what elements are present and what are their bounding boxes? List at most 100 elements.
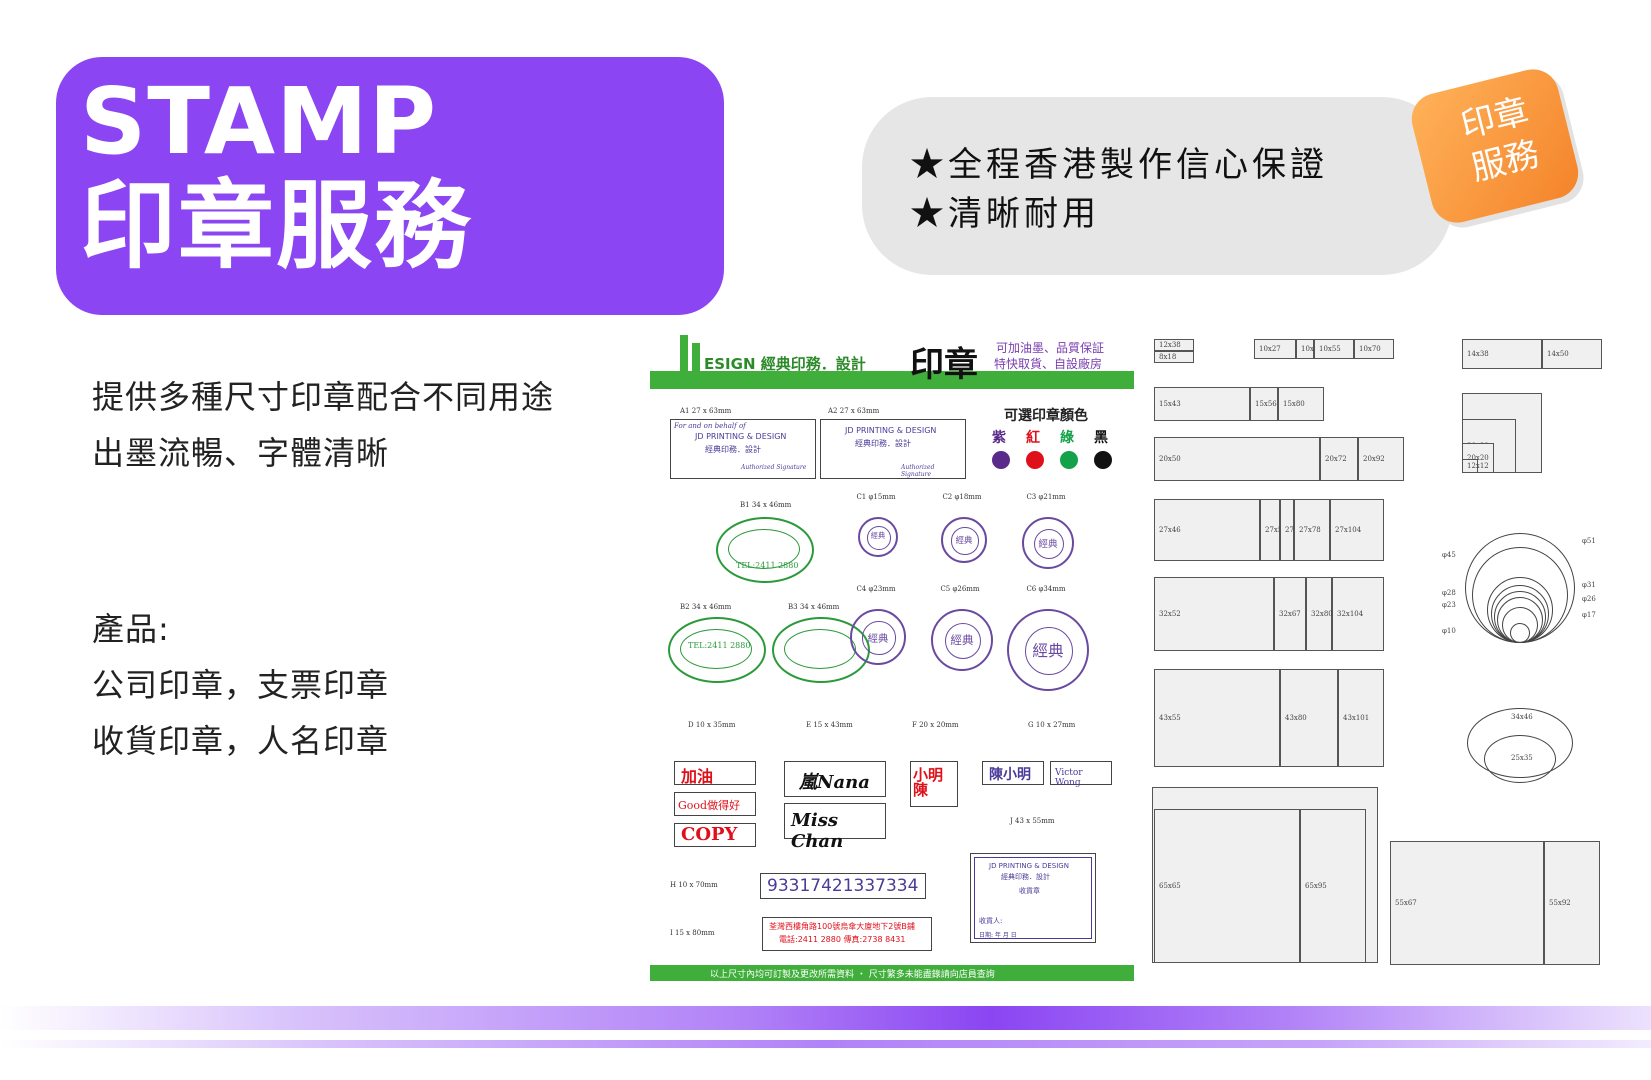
catalog-footer-text: 以上尺寸內均可訂製及更改所需資料 ・ 尺寸繁多未能盡錄請向店員查詢	[710, 970, 995, 980]
size-box-label: 27x78	[1299, 526, 1321, 534]
stamp-h: 93317421337334	[760, 873, 926, 899]
size-oval: 25x35	[1484, 735, 1556, 783]
d-label: D 10 x 35mm	[688, 721, 736, 729]
round-stamp-label: C1 φ15mm	[856, 493, 896, 501]
size-box-label: 15x80	[1283, 400, 1305, 408]
round-stamp: 經典	[941, 517, 987, 563]
size-round-label: φ31	[1582, 581, 1596, 589]
stamp-f: 小明陳	[910, 761, 958, 807]
size-square: 12x12	[1462, 459, 1489, 473]
stamp-e-1-text: 嵐Nana	[799, 772, 870, 793]
j-date: 日期: 年 月 日	[979, 932, 1017, 939]
feature-line-1: ★全程香港製作信心保證	[910, 145, 1328, 185]
title-chinese: 印章服務	[80, 170, 472, 282]
size-box: 27x78	[1294, 499, 1330, 561]
b2-label: B2 34 x 46mm	[680, 603, 732, 611]
ink-color-label: 紫	[992, 430, 1006, 446]
stamp-d-1-text: 加油	[681, 767, 714, 786]
a2-sign: Authorized Signature	[901, 464, 935, 478]
brand-logo-bar-1	[680, 335, 688, 375]
size-box: 43x80	[1280, 669, 1338, 767]
title-english: STAMP	[80, 68, 438, 175]
round-stamp-center: 經典	[955, 535, 973, 545]
catalog-footer-bar: 以上尺寸內均可訂製及更改所需資料 ・ 尺寸繁多未能盡錄請向店員查詢	[650, 965, 1134, 981]
stamp-g-1-text: 陳小明	[989, 767, 1031, 783]
size-box: 43x55	[1154, 669, 1280, 767]
catalog-header-bar	[650, 371, 1134, 389]
products-line-2: 收貨印章，人名印章	[92, 722, 390, 760]
f-label: F 20 x 20mm	[912, 721, 959, 729]
round-stamp: 經典	[931, 609, 993, 671]
size-box: 55x92	[1544, 841, 1600, 965]
round-stamp: 經典	[1007, 609, 1089, 691]
size-box-label: 32x52	[1159, 610, 1181, 618]
size-box: 10x35	[1296, 339, 1323, 359]
bottom-stripe-wide	[0, 1006, 1651, 1030]
round-stamp-label: C4 φ23mm	[856, 585, 896, 593]
size-box-label: 10x55	[1319, 345, 1341, 353]
products-line-1: 公司印章，支票印章	[92, 666, 390, 704]
size-round-label: φ28	[1442, 589, 1456, 597]
size-round-label: φ26	[1582, 595, 1596, 603]
size-round-label: φ45	[1442, 551, 1456, 559]
size-round-label: φ23	[1442, 601, 1456, 609]
size-box: 27x104	[1330, 499, 1384, 561]
stamp-d-3: COPY	[674, 823, 756, 847]
size-box: 32x104	[1332, 577, 1384, 651]
ink-color-label: 黑	[1094, 430, 1108, 446]
size-box: 15x43	[1154, 387, 1250, 421]
a2-line-2: 經典印務．設計	[855, 439, 911, 448]
size-box-label: 20x72	[1325, 455, 1347, 463]
size-box-label: 15x56	[1255, 400, 1277, 408]
size-box-label: 8x18	[1159, 353, 1177, 361]
ink-heading: 可選印章顏色	[1004, 408, 1088, 424]
brand-name: ESIGN 經典印務．設計	[704, 355, 866, 373]
title-banner	[56, 57, 724, 315]
size-box-label: 32x104	[1337, 610, 1364, 618]
j-line-2: 經典印務．設計	[1001, 873, 1050, 881]
size-box-label: 43x55	[1159, 714, 1181, 722]
stamp-e-1: 嵐Nana	[784, 761, 886, 797]
stamp-d-1: 加油	[674, 761, 756, 786]
size-oval-label: 25x35	[1511, 754, 1533, 762]
size-box-label: 65x65	[1159, 882, 1181, 890]
size-round-label: φ51	[1582, 537, 1596, 545]
a1-line-1: JD PRINTING & DESIGN	[695, 432, 787, 441]
stamp-g-2-text: Victor Wong	[1055, 768, 1083, 788]
size-box: 15x80	[1278, 387, 1324, 421]
h-label: H 10 x 70mm	[670, 881, 718, 889]
size-box: 10x70	[1354, 339, 1394, 359]
size-box: 8x18	[1154, 351, 1194, 363]
ink-color-row: 紫紅綠黑	[988, 427, 1118, 473]
round-stamp-label: C6 φ34mm	[1026, 585, 1066, 593]
j-line-1: JD PRINTING & DESIGN	[989, 862, 1069, 870]
stamp-i-line-1: 荃灣西樓角路100號烏傘大廈地下2號B鋪	[769, 922, 915, 931]
round-stamp-label: C5 φ26mm	[940, 585, 980, 593]
stamp-a1: For and on behalf of JD PRINTING & DESIG…	[670, 419, 816, 479]
stamp-d-2: Good做得好	[674, 792, 756, 816]
round-stamp-center: 經典	[870, 531, 886, 540]
stamp-f-text: 小明陳	[913, 766, 944, 799]
ink-color-dot	[992, 451, 1010, 469]
size-box-label: 27x55	[1265, 526, 1287, 534]
stamp-e-2-text: Miss Chan	[791, 810, 844, 852]
size-box-label: 10x27	[1259, 345, 1281, 353]
ink-color-label: 紅	[1026, 430, 1040, 446]
round-stamp: 經典	[1022, 517, 1074, 569]
round-stamp-center: 經典	[950, 632, 974, 647]
size-box-label: 15x43	[1159, 400, 1181, 408]
stamp-i: 荃灣西樓角路100號烏傘大廈地下2號B鋪 電話:2411 2880 傳真:273…	[762, 917, 932, 951]
size-box-label: 14x38	[1467, 350, 1489, 358]
ink-color-dot	[1026, 451, 1044, 469]
round-stamp-label: C3 φ21mm	[1026, 493, 1066, 501]
j-line-3: 收貨章	[1019, 887, 1040, 895]
feature-bubble	[862, 97, 1452, 275]
brand-logo-bar-2	[692, 343, 700, 375]
products-heading: 產品:	[92, 610, 170, 648]
size-box: 32x67	[1274, 577, 1306, 651]
size-box: 14x50	[1542, 339, 1602, 369]
size-box: 10x55	[1314, 339, 1354, 359]
a2-label: A2 27 x 63mm	[828, 407, 880, 415]
size-box-label: 43x101	[1343, 714, 1370, 722]
stamp-a2: JD PRINTING & DESIGN 經典印務．設計 Authorized …	[820, 419, 966, 479]
